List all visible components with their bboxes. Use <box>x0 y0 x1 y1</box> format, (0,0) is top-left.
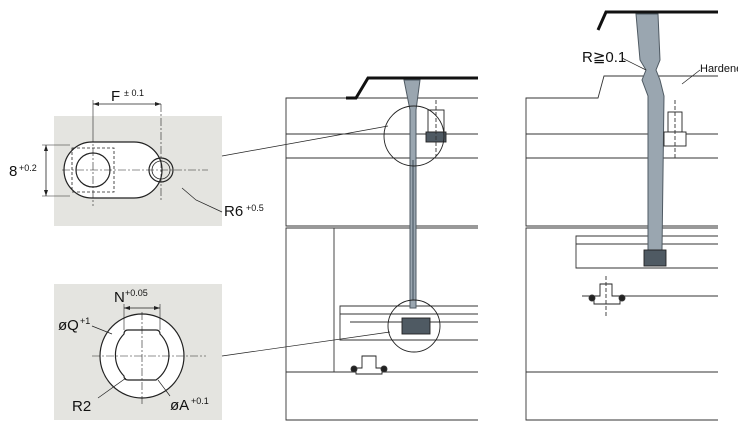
dim-f-arrow-right <box>155 102 161 106</box>
r2-leader <box>97 377 127 399</box>
q-leader <box>91 325 113 335</box>
right-lower-plate <box>525 227 718 421</box>
label-r-min: R≧0.1 <box>582 49 626 66</box>
label-f-tol: ± 0.1 <box>124 88 144 98</box>
label-n-tol: +0.05 <box>125 288 148 298</box>
callout-circle-top <box>383 105 445 167</box>
center-bottom-bolt <box>355 355 383 375</box>
right-stripper-plate <box>575 235 718 269</box>
detail-panel-bottom: N +0.05 øQ +1 R2 øA +0.1 <box>54 284 222 420</box>
callout-line-bottom <box>221 331 391 357</box>
dim-8-arrow-top <box>44 145 48 151</box>
r6-leader <box>181 187 223 213</box>
label-n: N <box>114 289 125 306</box>
right-bolt-washer-right <box>618 294 626 302</box>
center-assembly-view <box>285 76 478 421</box>
center-lower-block <box>401 317 431 335</box>
upper-plate-outline <box>285 97 478 227</box>
label-8-tol: +0.2 <box>19 163 37 173</box>
label-8: 8 <box>9 163 17 180</box>
callout-line-top <box>221 125 389 157</box>
right-strip <box>596 10 718 31</box>
a-leader <box>157 379 171 397</box>
keyhole-outline <box>63 141 163 199</box>
dim-8-arrow-bottom <box>44 190 48 196</box>
right-punch-base <box>643 249 667 267</box>
label-f: F <box>111 88 120 105</box>
dim-f-arrow-left <box>93 102 99 106</box>
label-q-tol: +1 <box>80 316 90 326</box>
dim-n-arrow-left <box>124 306 130 310</box>
center-punch-thin <box>412 160 414 300</box>
r-leader <box>621 57 647 71</box>
label-r2: R2 <box>72 398 91 415</box>
label-hardened: Hardene <box>700 63 738 75</box>
stripper-plate <box>339 305 478 341</box>
right-bottom-bolt <box>593 283 621 305</box>
label-a: øA <box>170 397 189 414</box>
center-bolt-washer-right <box>380 365 388 373</box>
center-bolt-washer-left <box>350 365 358 373</box>
callout-circle-bottom <box>387 299 441 353</box>
right-bolt-washer-left <box>588 294 596 302</box>
dim-n-arrow-right <box>154 306 160 310</box>
right-upper-plate <box>525 75 718 227</box>
center-strip <box>346 76 478 100</box>
label-a-tol: +0.1 <box>191 396 209 406</box>
hardened-leader <box>681 69 701 85</box>
detail-panel-top: F ± 0.1 8 +0.2 R6 +0.5 <box>9 88 264 226</box>
label-q: øQ <box>58 317 79 334</box>
lower-plate-outline <box>285 227 478 421</box>
right-assembly-view <box>525 10 718 421</box>
label-r6-tol: +0.5 <box>246 203 264 213</box>
label-r6: R6 <box>224 203 243 220</box>
right-punch <box>635 13 665 251</box>
